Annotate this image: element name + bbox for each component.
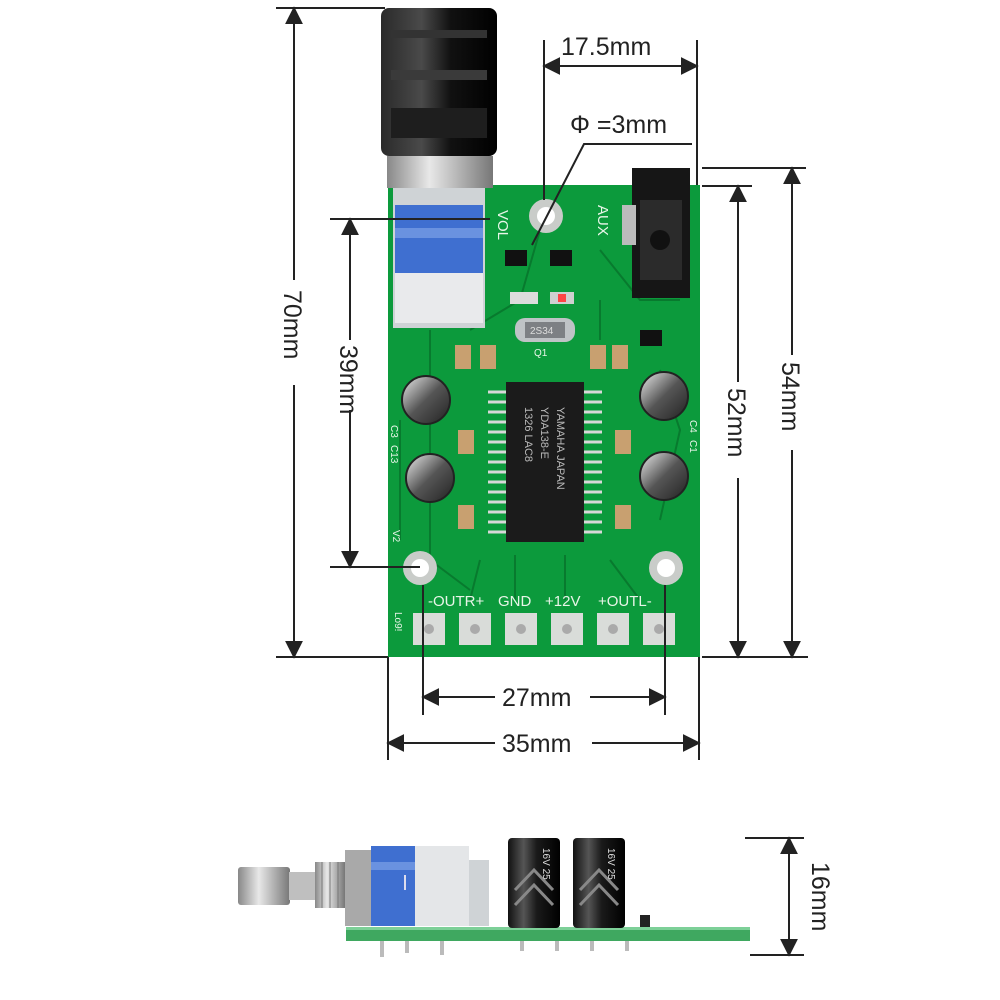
side-cap-label-right: 16V 25 xyxy=(605,848,616,880)
crystal-oscillator: 2S34 xyxy=(515,318,575,342)
capacitor-bottom-left xyxy=(405,453,455,503)
silk-c13: C13 xyxy=(388,445,399,464)
dim-27mm: 27mm xyxy=(502,684,571,712)
dim-70mm: 70mm xyxy=(278,290,306,359)
silk-outr: -OUTR+ xyxy=(428,593,484,610)
silk-c1: C1 xyxy=(687,440,698,453)
chip-label-brand: YAMAHA JAPAN xyxy=(554,407,566,490)
capacitor-top-left xyxy=(401,375,451,425)
pcb-top-view: 2S34 xyxy=(381,8,700,657)
silk-c3: C3 xyxy=(388,425,399,438)
amplifier-chip: YAMAHA JAPAN YDA138-E 1326 LAC8 xyxy=(488,382,602,542)
potentiometer-nut xyxy=(387,156,493,188)
side-pcb xyxy=(346,927,750,941)
capacitor-top-right xyxy=(639,371,689,421)
dim-hole-diameter: Φ =3mm xyxy=(570,111,667,139)
potentiometer-blue-section xyxy=(395,205,483,273)
pcb-side-view: 16V 25 16V 25 xyxy=(238,838,750,957)
aux-audio-jack xyxy=(622,168,690,298)
capacitor-bottom-right xyxy=(639,451,689,501)
silk-vol: VOL xyxy=(494,210,511,240)
volume-knob xyxy=(381,8,497,156)
silk-corner: Lo9! xyxy=(392,612,403,631)
dimension-labels: 17.5mm Φ =3mm 70mm 39mm 52mm 54mm 27mm 3… xyxy=(278,33,834,931)
silk-v2: V2 xyxy=(390,530,401,543)
dim-39mm: 39mm xyxy=(334,345,362,414)
dim-17-5mm: 17.5mm xyxy=(561,33,651,61)
silk-12v: +12V xyxy=(545,593,580,610)
chip-label-code: 1326 LAC8 xyxy=(522,407,534,462)
mount-hole-right xyxy=(649,551,683,585)
silk-outl: +OUTL- xyxy=(598,593,652,610)
silk-c4: C4 xyxy=(687,420,698,433)
side-pot-body xyxy=(371,846,489,926)
chip-label-model: YDA138-E xyxy=(538,407,550,459)
dim-35mm: 35mm xyxy=(502,730,571,758)
side-pot-shaft xyxy=(238,850,371,926)
dim-16mm: 16mm xyxy=(806,862,834,931)
oscillator-label: 2S34 xyxy=(530,326,554,337)
side-cap-label-left: 16V 25 xyxy=(540,848,551,880)
side-capacitor-right: 16V 25 xyxy=(573,838,625,928)
dimension-lines xyxy=(276,6,808,957)
silk-q1: Q1 xyxy=(534,348,548,359)
dim-52mm: 52mm xyxy=(722,388,750,457)
silk-aux: AUX xyxy=(594,205,611,236)
silk-gnd: GND xyxy=(498,593,532,610)
smd-components xyxy=(455,250,662,529)
side-capacitor-left: 16V 25 xyxy=(508,838,560,928)
dim-54mm: 54mm xyxy=(776,362,804,431)
terminal-pads xyxy=(413,613,675,645)
